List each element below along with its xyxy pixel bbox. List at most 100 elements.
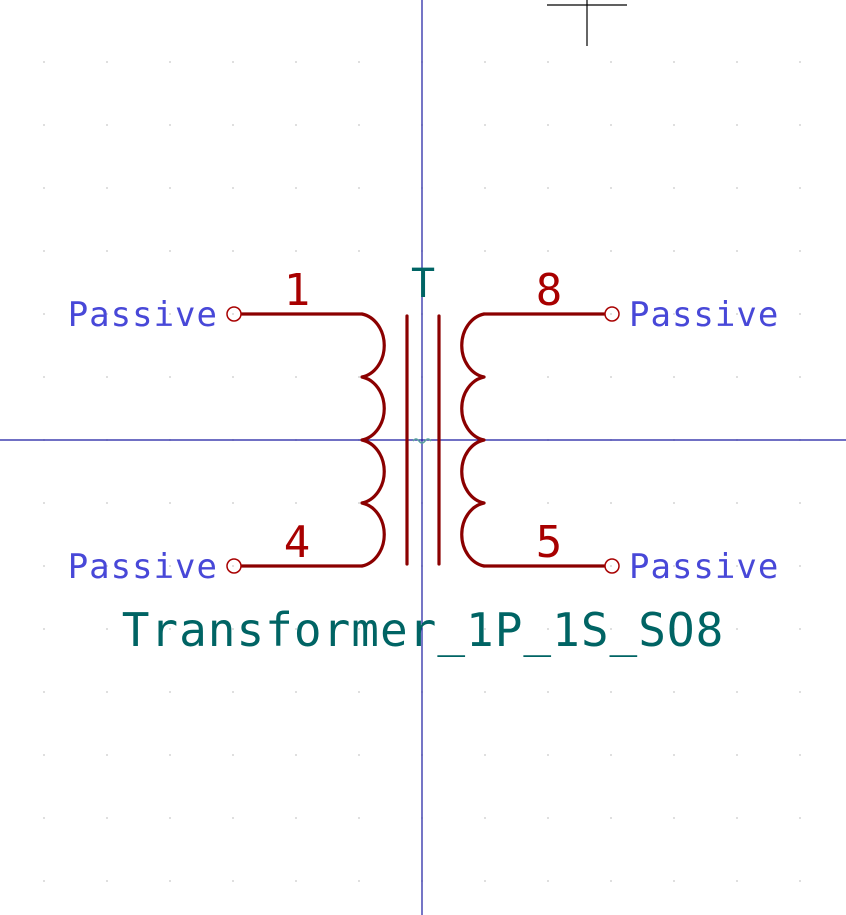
- grid-dot: [232, 250, 234, 252]
- grid-dot: [673, 250, 675, 252]
- grid-dot: [295, 880, 297, 882]
- pin-5-endpoint[interactable]: [604, 558, 620, 574]
- pin-1-endpoint[interactable]: [226, 306, 242, 322]
- value-field[interactable]: Transformer_1P_1S_SO8: [122, 603, 725, 657]
- grid-dot: [736, 376, 738, 378]
- primary-winding: [360, 312, 386, 568]
- grid-dot: [43, 61, 45, 63]
- grid-dot: [106, 628, 108, 630]
- grid-dot: [358, 124, 360, 126]
- grid-dot: [484, 124, 486, 126]
- grid-dot: [736, 187, 738, 189]
- grid-dot: [547, 187, 549, 189]
- grid-dot: [106, 880, 108, 882]
- grid-dot: [358, 250, 360, 252]
- pin-1-type: Passive: [68, 295, 218, 335]
- grid-dot: [232, 817, 234, 819]
- grid-dot: [736, 61, 738, 63]
- grid-dot: [799, 628, 801, 630]
- grid-dot: [610, 880, 612, 882]
- grid-dot: [736, 880, 738, 882]
- grid-dot: [799, 61, 801, 63]
- grid-dot: [610, 187, 612, 189]
- grid-dot: [673, 691, 675, 693]
- grid-dot: [295, 187, 297, 189]
- grid-dot: [232, 502, 234, 504]
- grid-dot: [610, 313, 612, 315]
- grid-dot: [358, 628, 360, 630]
- grid-dot: [484, 250, 486, 252]
- grid-dot: [547, 880, 549, 882]
- grid-dot: [673, 187, 675, 189]
- grid-dot: [547, 376, 549, 378]
- grid-dot: [484, 754, 486, 756]
- grid-dot: [673, 502, 675, 504]
- grid-dot: [295, 376, 297, 378]
- grid-dot: [295, 502, 297, 504]
- grid-dot: [610, 565, 612, 567]
- grid-dot: [673, 61, 675, 63]
- grid-dot: [106, 61, 108, 63]
- grid-dot: [358, 502, 360, 504]
- grid-dot: [736, 250, 738, 252]
- pin-8-type: Passive: [629, 295, 779, 335]
- grid-dot: [169, 250, 171, 252]
- grid-dot: [799, 754, 801, 756]
- grid-dot: [232, 376, 234, 378]
- pin-5-type: Passive: [629, 547, 779, 587]
- grid-dot: [358, 754, 360, 756]
- grid-dot: [232, 880, 234, 882]
- grid-dot: [799, 880, 801, 882]
- grid-dot: [799, 691, 801, 693]
- grid-dot: [673, 376, 675, 378]
- grid-dot: [43, 250, 45, 252]
- grid-dot: [799, 124, 801, 126]
- grid-dot: [106, 187, 108, 189]
- grid-dot: [169, 691, 171, 693]
- pin-5-number: 5: [536, 517, 563, 568]
- pin-1-number: 1: [284, 265, 311, 316]
- grid-dot: [673, 754, 675, 756]
- grid-dot: [610, 691, 612, 693]
- grid-dot: [169, 817, 171, 819]
- grid-dot: [799, 502, 801, 504]
- grid-dot: [484, 817, 486, 819]
- grid-dot: [736, 313, 738, 315]
- grid-dot: [43, 376, 45, 378]
- grid-dot: [232, 754, 234, 756]
- grid-dot: [799, 250, 801, 252]
- grid-dot: [232, 124, 234, 126]
- grid-dot: [736, 565, 738, 567]
- transformer-symbol[interactable]: [240, 312, 606, 568]
- grid-dot: [547, 250, 549, 252]
- grid-dot: [547, 817, 549, 819]
- grid-dot: [358, 880, 360, 882]
- grid-dot: [169, 565, 171, 567]
- grid-dot: [358, 187, 360, 189]
- grid-dot: [43, 817, 45, 819]
- grid-dot: [43, 754, 45, 756]
- grid-dot: [358, 691, 360, 693]
- grid-dot: [484, 61, 486, 63]
- pin-8-endpoint[interactable]: [604, 306, 620, 322]
- grid-dot: [799, 187, 801, 189]
- grid-dot: [673, 880, 675, 882]
- reference-field[interactable]: T: [411, 261, 435, 307]
- grid-dot: [547, 502, 549, 504]
- grid-dot: [43, 880, 45, 882]
- grid-dot: [169, 61, 171, 63]
- grid-dot: [295, 691, 297, 693]
- grid-dot: [547, 61, 549, 63]
- grid-dot: [106, 817, 108, 819]
- grid-dot: [610, 817, 612, 819]
- grid-dot: [610, 502, 612, 504]
- pin-4-endpoint[interactable]: [226, 558, 242, 574]
- grid-dot: [169, 124, 171, 126]
- grid-dot: [232, 691, 234, 693]
- grid-dot: [106, 376, 108, 378]
- grid-dot: [736, 502, 738, 504]
- grid-dot: [736, 691, 738, 693]
- grid-dot: [673, 565, 675, 567]
- grid-dot: [547, 628, 549, 630]
